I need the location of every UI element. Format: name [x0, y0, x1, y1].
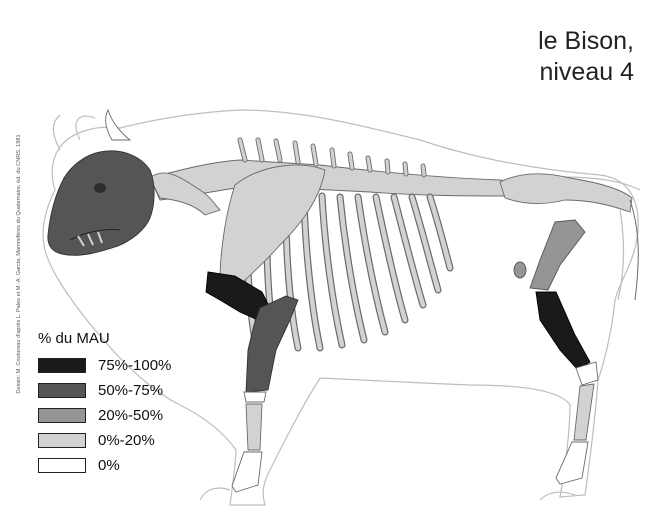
- legend-label: 75%-100%: [98, 357, 171, 374]
- tibia: [536, 292, 590, 370]
- patella: [514, 262, 526, 278]
- metatarsal: [574, 384, 594, 440]
- hind-phalanges: [556, 442, 588, 484]
- eye-socket: [94, 183, 106, 193]
- femur: [530, 220, 585, 290]
- front-phalanges: [232, 452, 262, 492]
- pelvis: [500, 174, 632, 212]
- diagram-title: le Bison, niveau 4: [538, 26, 634, 88]
- legend-label: 20%-50%: [98, 407, 163, 424]
- horn: [106, 110, 130, 140]
- legend-item: 0%-20%: [38, 428, 171, 453]
- legend-item: 0%: [38, 453, 171, 478]
- legend-label: 0%: [98, 457, 120, 474]
- legend-item: 20%-50%: [38, 403, 171, 428]
- legend-label: 50%-75%: [98, 382, 163, 399]
- legend-label: 0%-20%: [98, 432, 155, 449]
- legend-swatch: [38, 383, 86, 398]
- metacarpal: [246, 404, 262, 450]
- legend-title: % du MAU: [38, 330, 171, 347]
- legend-swatch: [38, 408, 86, 423]
- legend-swatch: [38, 433, 86, 448]
- drawing-credit: Dessin: M. Coutureau d'après L. Pales et…: [11, 0, 27, 528]
- legend: % du MAU 75%-100% 50%-75% 20%-50% 0%-20%…: [38, 330, 171, 478]
- legend-swatch: [38, 358, 86, 373]
- legend-swatch: [38, 458, 86, 473]
- title-line-2: niveau 4: [538, 57, 634, 88]
- legend-item: 50%-75%: [38, 378, 171, 403]
- legend-item: 75%-100%: [38, 353, 171, 378]
- carpals: [244, 392, 266, 402]
- title-line-1: le Bison,: [538, 26, 634, 57]
